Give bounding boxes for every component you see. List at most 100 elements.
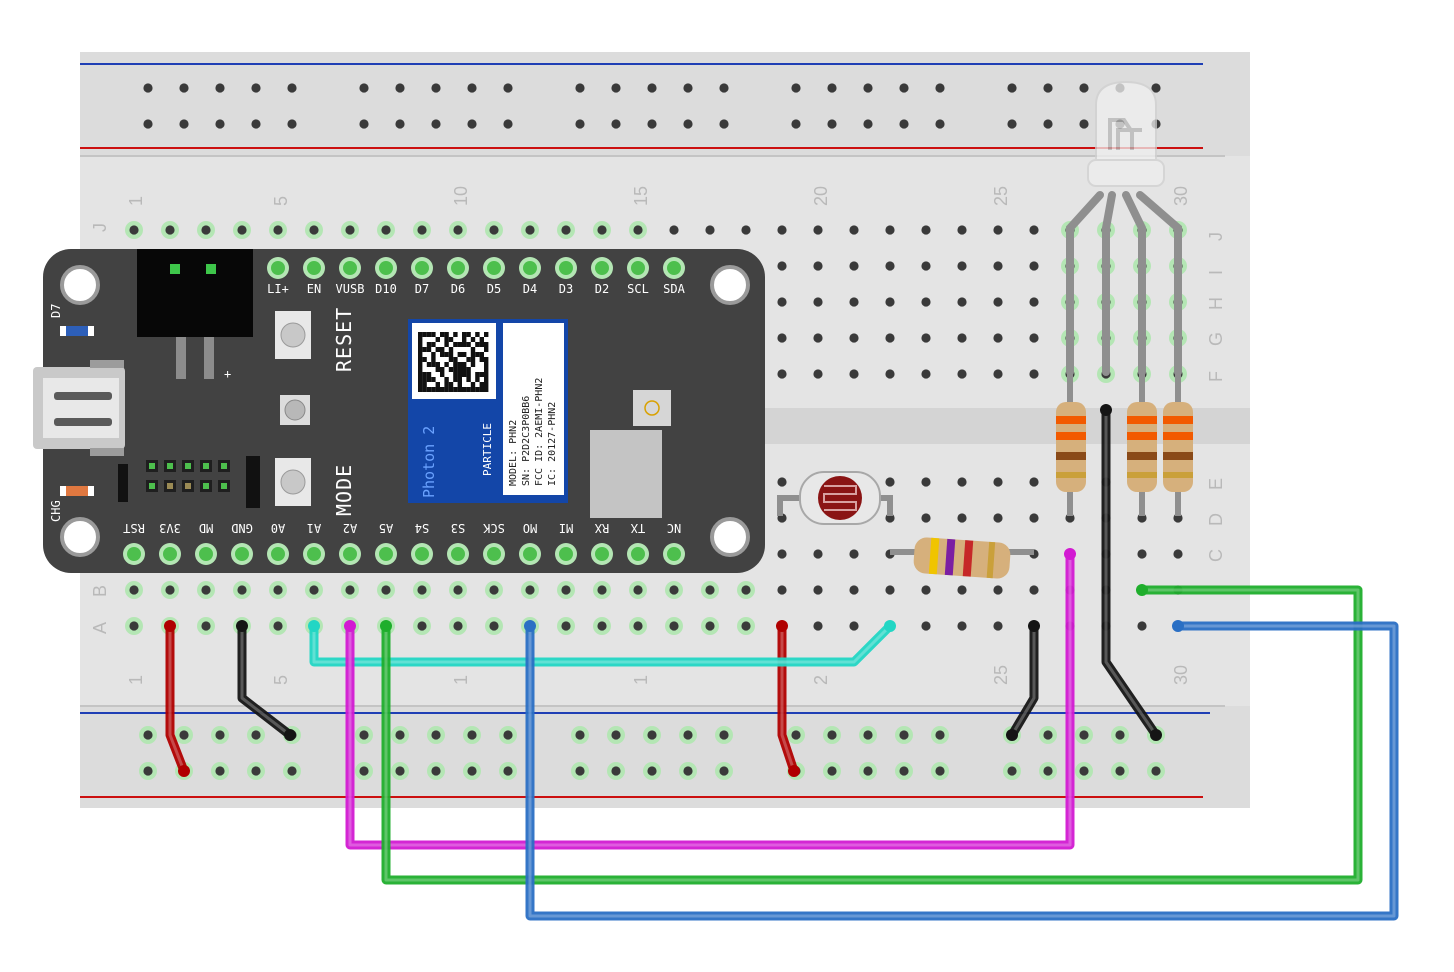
board-pin-center	[271, 261, 285, 275]
wire-mo-blue-end	[1172, 620, 1184, 632]
breadboard-hole	[885, 261, 895, 271]
qr-module	[462, 387, 467, 392]
breadboard-hole	[251, 766, 261, 776]
mounting-hole	[60, 517, 100, 557]
qr-module	[431, 357, 436, 362]
breadboard-hole	[777, 297, 787, 307]
breadboard-hole	[813, 261, 823, 271]
breadboard-hole	[719, 730, 729, 740]
breadboard-hole	[885, 369, 895, 379]
qr-module	[435, 382, 440, 387]
module-ic: IC: 20127-PHN2	[547, 402, 558, 486]
breadboard-hole	[669, 621, 679, 631]
breadboard-hole	[921, 369, 931, 379]
qr-module	[457, 352, 462, 357]
board-pin-center	[631, 261, 645, 275]
breadboard-hole	[993, 333, 1003, 343]
breadboard-hole	[957, 369, 967, 379]
breadboard-hole	[1029, 477, 1039, 487]
board-pin-center	[487, 261, 501, 275]
breadboard-hole	[503, 83, 513, 93]
qr-module	[453, 357, 458, 362]
wire-led-ground-highlight	[1104, 408, 1158, 737]
breadboard-hole	[1115, 766, 1125, 776]
qr-module	[457, 387, 462, 392]
mode-button	[275, 458, 311, 506]
breadboard-hole	[287, 83, 297, 93]
qr-module	[453, 342, 458, 347]
breadboard-hole	[849, 369, 859, 379]
breadboard-hole	[503, 119, 513, 129]
breadboard-hole	[503, 766, 513, 776]
breadboard-hole	[921, 333, 931, 343]
breadboard-hole	[647, 83, 657, 93]
column-number-top: 25	[991, 186, 1011, 206]
pin-label: D4	[523, 282, 537, 296]
breadboard-hole	[993, 585, 1003, 595]
breadboard-hole	[237, 225, 247, 235]
qr-module	[448, 357, 454, 362]
pin-label: SDA	[663, 282, 685, 296]
breadboard-hole	[215, 766, 225, 776]
qr-module	[484, 372, 489, 377]
breadboard-hole	[575, 119, 585, 129]
qr-module	[418, 357, 423, 362]
breadboard-hole	[165, 585, 175, 595]
breadboard-hole	[957, 477, 967, 487]
board-pin-center	[379, 261, 393, 275]
antenna-chip	[633, 390, 671, 426]
breadboard-hole	[885, 297, 895, 307]
qr-module	[466, 377, 471, 382]
resistor-green-channel	[1127, 402, 1157, 492]
breadboard-hole	[777, 333, 787, 343]
breadboard-hole	[669, 225, 679, 235]
wire-3v3-to-rail-end	[178, 765, 190, 777]
breadboard-hole	[431, 730, 441, 740]
wire-a5-green-end	[380, 620, 392, 632]
breadboard-hole	[921, 297, 931, 307]
breadboard-hole	[395, 119, 405, 129]
breadboard-hole	[143, 766, 153, 776]
qr-module	[422, 347, 427, 352]
breadboard-hole	[143, 83, 153, 93]
pin-label: RST	[123, 521, 145, 535]
breadboard-hole	[1173, 549, 1183, 559]
qr-module	[475, 387, 480, 392]
board-pin-center	[595, 261, 609, 275]
breadboard-hole	[1151, 766, 1161, 776]
header-pad	[221, 483, 227, 489]
wire-gnd-to-rail	[237, 621, 295, 740]
column-number-bottom: 5	[271, 675, 291, 685]
qr-module	[448, 387, 454, 392]
column-number-bottom: 25	[991, 665, 1011, 685]
breadboard-hole	[1137, 621, 1147, 631]
breadboard-hole	[885, 477, 895, 487]
qr-module	[435, 387, 440, 392]
breadboard-hole	[993, 369, 1003, 379]
breadboard-hole	[813, 297, 823, 307]
pin-label: A0	[271, 521, 285, 535]
breadboard-hole	[129, 585, 139, 595]
qr-module	[448, 352, 454, 357]
qr-module	[418, 387, 423, 392]
module-fcc-id: FCC ID: 2AEMI-PHN2	[534, 378, 545, 486]
wire-led-ground-end	[1150, 729, 1162, 741]
qr-module	[418, 347, 423, 352]
qr-module	[484, 362, 489, 367]
qr-module	[453, 372, 458, 377]
qr-module	[426, 332, 432, 337]
header-pad	[221, 463, 227, 469]
pin-label: LI+	[267, 282, 289, 296]
board-pin-center	[163, 547, 177, 561]
breadboard-hole	[453, 225, 463, 235]
breadboard-hole	[1029, 225, 1039, 235]
breadboard-hole	[849, 585, 859, 595]
qr-module	[418, 337, 423, 342]
breadboard-hole	[1029, 261, 1039, 271]
usb-connector	[33, 360, 125, 456]
qr-module	[444, 387, 449, 392]
board-pin-center	[235, 547, 249, 561]
breadboard-hole	[705, 621, 715, 631]
qr-module	[466, 357, 471, 362]
pin-label: GND	[231, 521, 253, 535]
